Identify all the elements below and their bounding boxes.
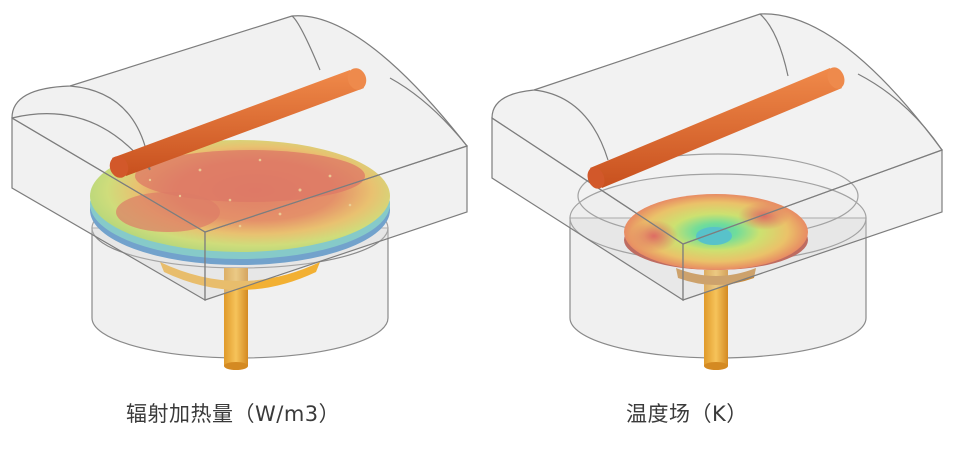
temperature-field-caption: 温度场（K） xyxy=(626,402,748,426)
reflector-housing xyxy=(11,15,469,302)
temperature-field-figure xyxy=(478,0,956,390)
radiation-heating-caption: 辐射加热量（W/m3） xyxy=(126,402,341,426)
heater-rod xyxy=(109,68,367,178)
heater-rod xyxy=(587,67,845,189)
radiation-heating-render xyxy=(11,15,469,370)
support-stem xyxy=(160,262,320,370)
wafer-heating-map xyxy=(90,140,390,265)
reflector-housing xyxy=(491,13,943,302)
temperature-field-render xyxy=(491,13,943,370)
radiation-heating-figure xyxy=(0,0,478,390)
